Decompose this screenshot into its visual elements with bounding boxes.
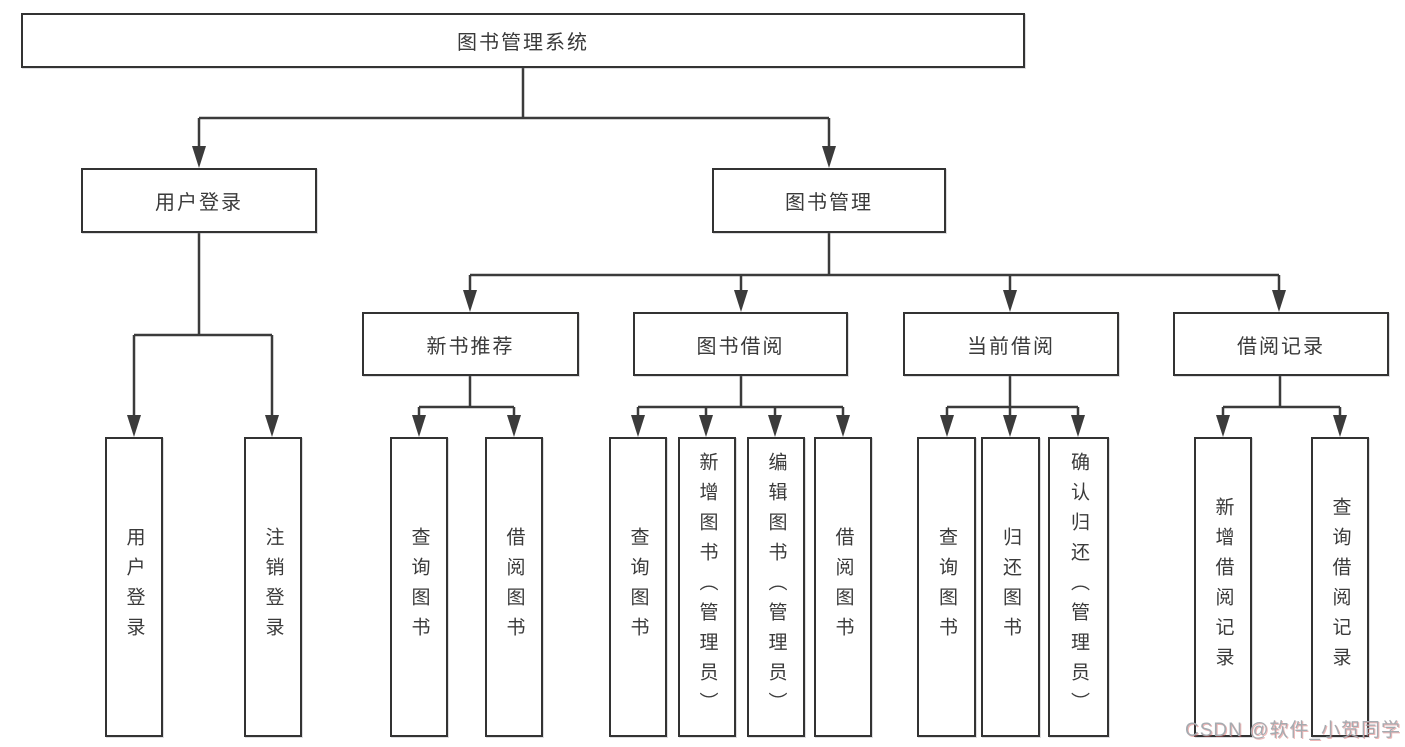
arrowhead-icon [1216,415,1230,437]
arrowhead-icon [768,415,782,437]
node-label: 归还图书 [1000,527,1021,647]
arrowhead-icon [127,415,141,437]
leaf-add-books-admin: 新增图书（管理员） [678,437,736,737]
node-label: 借阅图书 [503,527,525,647]
arrowhead-icon [631,415,645,437]
node-label: 用户登录 [123,527,145,647]
leaf-edit-books-admin: 编辑图书（管理员） [747,437,805,737]
leaf-user-login: 用户登录 [105,437,163,737]
leaf-query-books-borrow: 查询图书 [609,437,667,737]
leaf-query-books-current: 查询图书 [917,437,976,737]
node-current-borrowing: 当前借阅 [903,312,1119,376]
leaf-borrow-books-recommend: 借阅图书 [485,437,543,737]
arrowhead-icon [734,290,748,312]
connector-user-login-to-children [132,233,274,419]
node-label: 借阅记录 [1237,335,1325,358]
node-new-book-recommendation: 新书推荐 [362,312,579,376]
arrowhead-icon [1272,290,1286,312]
node-label: 图书管理系统 [457,32,589,54]
node-label: 查询图书 [408,527,430,647]
leaf-confirm-return-admin: 确认归还（管理员） [1048,437,1109,737]
leaf-return-books: 归还图书 [981,437,1040,737]
node-label: 注销登录 [262,527,284,647]
node-label: 新增图书（管理员） [696,452,718,722]
node-borrowing-records: 借阅记录 [1173,312,1389,376]
node-label: 借阅图书 [832,527,854,647]
leaf-query-books-recommend: 查询图书 [390,437,448,737]
arrowhead-icon [507,415,521,437]
node-label: 用户登录 [155,192,243,214]
node-label: 查询图书 [627,527,649,647]
arrowhead-icon [1003,415,1017,437]
node-library-management-system: 图书管理系统 [21,13,1025,68]
node-label: 编辑图书（管理员） [765,452,787,722]
connector-current-borrow-to-children [945,376,1080,419]
node-label: 图书借阅 [696,335,785,358]
connector-borrow-record-to-children [1221,376,1342,419]
node-label: 查询借阅记录 [1329,497,1351,677]
arrowhead-icon [1003,290,1017,312]
arrowhead-icon [265,415,279,437]
leaf-add-borrow-record: 新增借阅记录 [1194,437,1252,737]
arrowhead-icon [940,415,954,437]
leaf-logout: 注销登录 [244,437,302,737]
node-book-management: 图书管理 [712,168,946,233]
node-label: 当前借阅 [967,335,1055,358]
node-label: 确认归还（管理员） [1068,452,1089,722]
arrowhead-icon [822,146,836,168]
connector-root-to-level2 [197,68,831,148]
node-label: 图书管理 [785,192,873,214]
watermark: CSDN @软件_小贺同学 [1185,720,1401,741]
connector-book-management-to-level3 [468,233,1281,294]
leaf-query-borrow-record: 查询借阅记录 [1311,437,1369,737]
arrowhead-icon [699,415,713,437]
node-label: 新增借阅记录 [1212,497,1234,677]
arrowhead-icon [1071,415,1085,437]
node-book-borrowing: 图书借阅 [633,312,848,376]
arrowhead-icon [192,146,206,168]
connector-book-borrow-to-children [636,376,845,419]
arrowhead-icon [463,290,477,312]
arrowhead-icon [412,415,426,437]
arrowhead-icon [1333,415,1347,437]
node-label: 新书推荐 [426,335,515,358]
leaf-borrow-books: 借阅图书 [814,437,872,737]
arrowhead-icon [836,415,850,437]
node-user-login: 用户登录 [81,168,317,233]
node-label: 查询图书 [936,527,957,647]
connector-new-book-to-children [417,376,516,419]
